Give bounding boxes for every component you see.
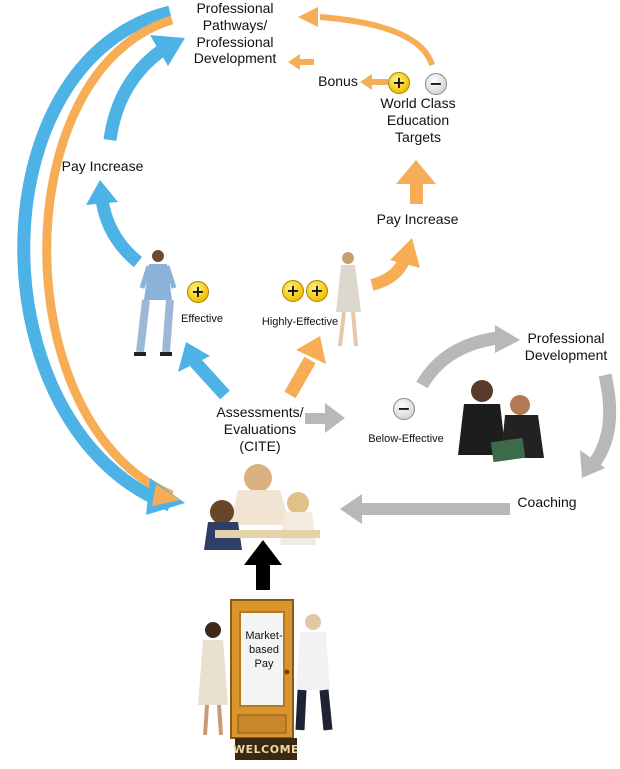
outer-blue-arc xyxy=(17,5,173,512)
assessments-line-3: (CITE) xyxy=(239,437,281,454)
blue-arrowhead-pay xyxy=(86,180,118,205)
plus-icon: + xyxy=(187,281,209,303)
professional-pathways-label: Professional Pathways/ Professional Deve… xyxy=(180,0,290,67)
orange-arrowhead-worldclass xyxy=(396,160,436,184)
orange-arrowhead-bonus xyxy=(360,74,372,90)
plus-icon: + xyxy=(306,280,328,302)
gray-arrowhead-profdev xyxy=(495,325,520,353)
gray-arrow-assess-to-below-shaft xyxy=(305,413,327,424)
blue-arrowhead-effective xyxy=(178,342,210,372)
orange-arrow-assess-to-highly xyxy=(284,356,316,399)
outer-orange-arc xyxy=(42,15,174,500)
black-arrow-shaft xyxy=(256,560,270,590)
professional-pathways-line-2: Pathways/ xyxy=(202,16,268,33)
gray-arrowhead-below xyxy=(325,403,345,433)
door-man-figure xyxy=(295,614,333,731)
pay-increase-right-label: Pay Increase xyxy=(376,211,459,227)
world-class-line-1: World Class xyxy=(380,95,456,111)
professional-development-line-2: Development xyxy=(524,346,608,363)
highly-effective-label: Highly-Effective xyxy=(261,316,339,328)
assessments-line-2: Evaluations xyxy=(223,420,297,437)
market-line-2: based xyxy=(249,643,279,656)
market-based-pay-label: Market- based Pay xyxy=(238,630,290,671)
gray-arrowhead-students xyxy=(340,494,362,524)
professional-development-line-1: Professional xyxy=(527,330,605,346)
door-woman-figure xyxy=(198,622,228,736)
professional-pathways-line-1: Professional xyxy=(196,0,274,16)
assessments-line-1: Assessments/ xyxy=(216,404,304,420)
professional-development-label: Professional Development xyxy=(514,330,618,364)
market-pay-door xyxy=(230,599,294,739)
orange-arrowhead-pathways-top xyxy=(298,7,318,27)
world-class-line-3: Targets xyxy=(395,128,441,145)
blue-arrow-effective-to-pay xyxy=(95,198,143,268)
blue-arrow-pay-to-pathways xyxy=(103,42,169,141)
plus-icon: + xyxy=(282,280,304,302)
orange-arrowhead-bonus-pathways xyxy=(288,54,300,70)
gray-arrow-below-to-profdev xyxy=(416,331,499,389)
world-class-line-2: Education xyxy=(386,111,450,128)
minus-icon: − xyxy=(425,73,447,95)
effective-label: Effective xyxy=(181,313,223,325)
market-line-1: Market- xyxy=(245,630,283,642)
effective-teacher-figure xyxy=(134,250,177,356)
gray-arrowhead-coaching xyxy=(580,450,605,478)
highly-effective-teacher-figure xyxy=(336,252,361,347)
orange-arrowhead-highly xyxy=(296,336,326,364)
black-arrowhead xyxy=(244,540,282,565)
pay-increase-left-label: Pay Increase xyxy=(61,158,144,174)
plus-icon: + xyxy=(388,72,410,94)
welcome-mat: WELCOME xyxy=(233,738,299,760)
students-group-figure xyxy=(204,464,320,550)
orange-arrow-pay-to-worldclass-shaft xyxy=(410,180,423,204)
minus-icon: − xyxy=(393,398,415,420)
outer-arc-orange-arrowhead xyxy=(152,484,180,506)
bonus-label: Bonus xyxy=(318,73,358,89)
blue-arrow-assess-to-effective xyxy=(190,357,230,400)
gray-arrow-profdev-to-coaching xyxy=(589,373,617,466)
coaching-pair-figure xyxy=(458,380,544,463)
gray-arrow-coaching-to-students-shaft xyxy=(360,503,510,515)
assessments-label: Assessments/ Evaluations (CITE) xyxy=(210,404,310,454)
coaching-label: Coaching xyxy=(517,494,577,510)
market-line-3: Pay xyxy=(254,657,274,670)
world-class-targets-label: World Class Education Targets xyxy=(368,95,468,145)
below-effective-label: Below-Effective xyxy=(368,433,444,445)
blue-arrowhead-pathways xyxy=(150,35,185,66)
orange-arrow-worldclass-to-pathways xyxy=(319,14,435,67)
orange-arrowhead-pay xyxy=(390,238,420,268)
professional-pathways-line-4: Development xyxy=(193,50,277,67)
professional-pathways-line-3: Professional xyxy=(196,33,274,50)
